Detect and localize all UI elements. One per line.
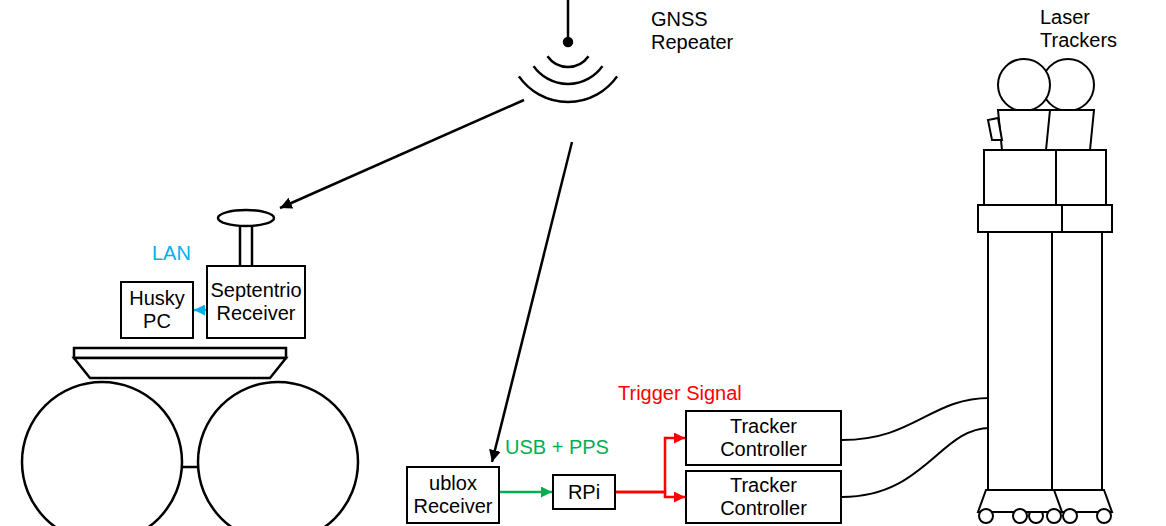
- box-text: RPi: [568, 481, 600, 504]
- signal-arrow: [280, 100, 524, 208]
- annotation-label: GNSS Repeater: [651, 8, 737, 54]
- signal-label: Trigger Signal: [618, 382, 742, 405]
- signal-connector: [194, 309, 206, 312]
- tracker-wheel: [1063, 509, 1077, 523]
- robot-wheel: [22, 382, 182, 526]
- signal-connector: [616, 438, 685, 492]
- device-box: Tracker Controller: [685, 410, 842, 466]
- tracker-wheel: [979, 509, 993, 523]
- tracker-yoke: [988, 118, 1002, 140]
- tracker-head: [998, 59, 1050, 111]
- repeater-dot: [564, 38, 572, 46]
- gnss-antenna: [218, 210, 274, 226]
- box-text: ublox Receiver: [412, 472, 494, 518]
- signal-arrow: [492, 142, 572, 462]
- tracker-column: [984, 150, 1056, 205]
- signal-label: USB + PPS: [505, 436, 609, 459]
- tracker-stand: [988, 232, 1052, 490]
- signal-connector: [616, 492, 685, 497]
- box-text: Tracker Controller: [691, 415, 836, 461]
- robot-wheel: [198, 382, 358, 526]
- tracker-collar: [978, 205, 1062, 232]
- device-box: ublox Receiver: [406, 466, 500, 524]
- tracker-yoke: [998, 110, 1050, 150]
- signal-connector: [500, 491, 552, 494]
- husky-robot: [22, 210, 358, 526]
- repeater-symbol: [519, 0, 617, 102]
- laser-tracker: [978, 59, 1062, 523]
- box-text: Tracker Controller: [691, 474, 836, 520]
- tracker-wheel: [1097, 509, 1111, 523]
- signal-arc: [534, 66, 603, 84]
- box-text: Husky PC: [126, 287, 188, 333]
- tracker-cable: [842, 428, 990, 497]
- tracker-wheel: [1047, 509, 1061, 523]
- robot-axle: [182, 466, 198, 469]
- signal-label: LAN: [152, 242, 191, 265]
- repeater-mast: [567, 0, 570, 40]
- box-text: Septentrio Receiver: [210, 279, 301, 325]
- device-box: Tracker Controller: [685, 470, 842, 524]
- robot-body: [74, 358, 286, 378]
- signal-arc: [519, 76, 617, 102]
- annotation-label: Laser Trackers: [1040, 6, 1164, 52]
- signal-arc: [548, 56, 589, 67]
- antenna-mast: [239, 224, 242, 266]
- device-box: RPi: [552, 474, 616, 510]
- antenna-mast: [251, 224, 254, 266]
- tracker-wheel: [1013, 509, 1027, 523]
- device-box: Husky PC: [120, 281, 194, 339]
- device-box: Septentrio Receiver: [206, 265, 306, 339]
- robot-plate: [74, 348, 286, 358]
